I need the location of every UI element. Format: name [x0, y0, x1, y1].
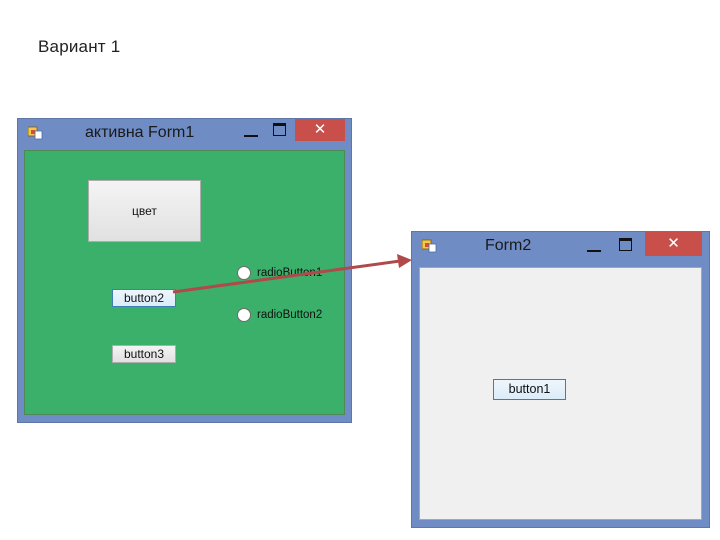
form2-title: Form2: [485, 237, 532, 254]
app-icon: [28, 126, 43, 140]
form1-client-area: цвет button2 button3 radioButton1 radioB…: [24, 150, 345, 415]
minimize-button[interactable]: [244, 135, 258, 137]
arrow-head: [397, 254, 412, 268]
form1-window: активна Form1 ✕ цвет button2 button3 rad…: [17, 118, 352, 423]
radio-button-1-label[interactable]: radioButton1: [257, 267, 323, 279]
close-button[interactable]: ✕: [645, 232, 702, 256]
form2-client-area: button1: [419, 267, 702, 520]
close-icon: ✕: [667, 235, 680, 252]
maximize-button[interactable]: [273, 123, 286, 136]
slide-title: Вариант 1: [38, 37, 121, 56]
button3[interactable]: button3: [112, 345, 176, 363]
form2-window: Form2 ✕ button1: [411, 231, 710, 528]
minimize-button[interactable]: [587, 250, 601, 252]
radio-button-2[interactable]: [237, 308, 251, 322]
form2-titlebar[interactable]: Form2 ✕: [412, 232, 709, 260]
color-button[interactable]: цвет: [88, 180, 201, 242]
app-icon: [422, 239, 437, 253]
close-button[interactable]: ✕: [295, 119, 345, 141]
button1[interactable]: button1: [493, 379, 566, 400]
close-icon: ✕: [313, 121, 327, 138]
maximize-button[interactable]: [619, 238, 632, 251]
radio-button-1[interactable]: [237, 266, 251, 280]
button2[interactable]: button2: [112, 289, 176, 307]
radio-button-2-label[interactable]: radioButton2: [257, 309, 323, 321]
form1-title: активна Form1: [85, 124, 195, 141]
form1-titlebar[interactable]: активна Form1 ✕: [18, 119, 351, 147]
